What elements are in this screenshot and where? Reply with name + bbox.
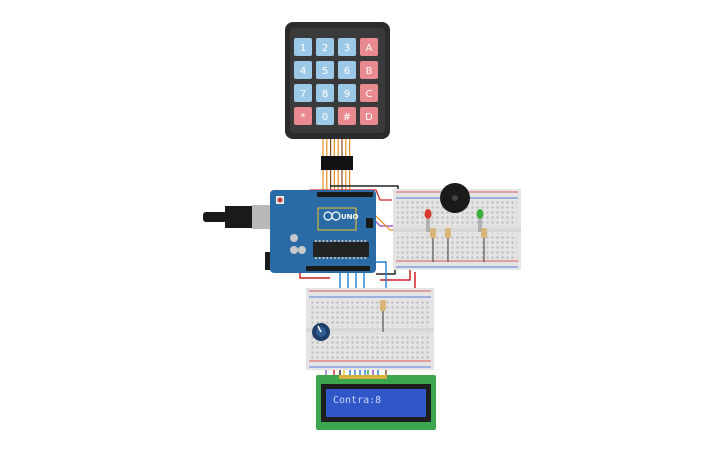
keypad-key[interactable]: D: [360, 107, 378, 125]
wire-5v-top: [380, 270, 411, 281]
keypad-key-label: A: [366, 43, 373, 54]
arduino-brand-text: UNO: [341, 213, 359, 221]
power-header: [306, 266, 370, 271]
usb-cable-plug: [203, 212, 227, 222]
keypad-key[interactable]: 4: [294, 61, 312, 79]
atmega-chip: [313, 242, 369, 257]
keypad-key-label: C: [366, 89, 373, 100]
arduino-board: [270, 190, 376, 273]
led-red: [424, 209, 432, 232]
digital-header: [317, 192, 373, 197]
keypad-key-label: D: [365, 112, 373, 123]
resistor-top-1: [430, 228, 436, 262]
keypad-key-label: 4: [300, 66, 306, 77]
keypad-key-label: 0: [322, 112, 328, 123]
resistor-top-2: [445, 228, 451, 262]
keypad-key-label: 2: [322, 43, 328, 54]
keypad-key-label: 5: [322, 66, 328, 77]
breadboard-top: [393, 183, 521, 270]
keypad-key-label: *: [301, 112, 306, 123]
keypad-key[interactable]: #: [338, 107, 356, 125]
keypad-key[interactable]: *: [294, 107, 312, 125]
lcd-16x2: Contra:8: [316, 375, 436, 430]
keypad-key-label: 8: [322, 89, 328, 100]
keypad-key-label: 3: [344, 43, 350, 54]
keypad-key[interactable]: 0: [316, 107, 334, 125]
resistor-top-3: [481, 228, 487, 262]
keypad-key[interactable]: A: [360, 38, 378, 56]
keypad-key[interactable]: 3: [338, 38, 356, 56]
keypad-key-label: 6: [344, 66, 350, 77]
led-green: [476, 209, 484, 232]
resistor-bottom: [380, 300, 386, 332]
keypad-key-label: #: [343, 112, 351, 123]
keypad-key[interactable]: 6: [338, 61, 356, 79]
keypad-key[interactable]: C: [360, 84, 378, 102]
lcd-screen: [326, 389, 426, 417]
keypad-key[interactable]: 7: [294, 84, 312, 102]
arduino-uno: UNO: [203, 190, 376, 273]
keypad-ribbon-connector: [321, 156, 353, 170]
breadboard-bottom: [306, 288, 434, 370]
lcd-display-text: Contra:8: [333, 395, 381, 406]
keypad-key-label: 1: [300, 43, 306, 54]
keypad-key[interactable]: 2: [316, 38, 334, 56]
keypad-keys: 1 2 3 A 4 5 6 B 7 8 9 C * 0 # D: [294, 38, 378, 125]
keypad-key[interactable]: B: [360, 61, 378, 79]
keypad: 1 2 3 A 4 5 6 B 7 8 9 C * 0 # D: [285, 22, 390, 170]
keypad-key[interactable]: 8: [316, 84, 334, 102]
keypad-key[interactable]: 9: [338, 84, 356, 102]
keypad-key-label: B: [366, 66, 373, 77]
wire-5v: [299, 271, 330, 279]
lcd-header: [339, 375, 387, 379]
keypad-key-label: 9: [344, 89, 350, 100]
keypad-key[interactable]: 5: [316, 61, 334, 79]
keypad-key-label: 7: [300, 89, 306, 100]
keypad-key[interactable]: 1: [294, 38, 312, 56]
